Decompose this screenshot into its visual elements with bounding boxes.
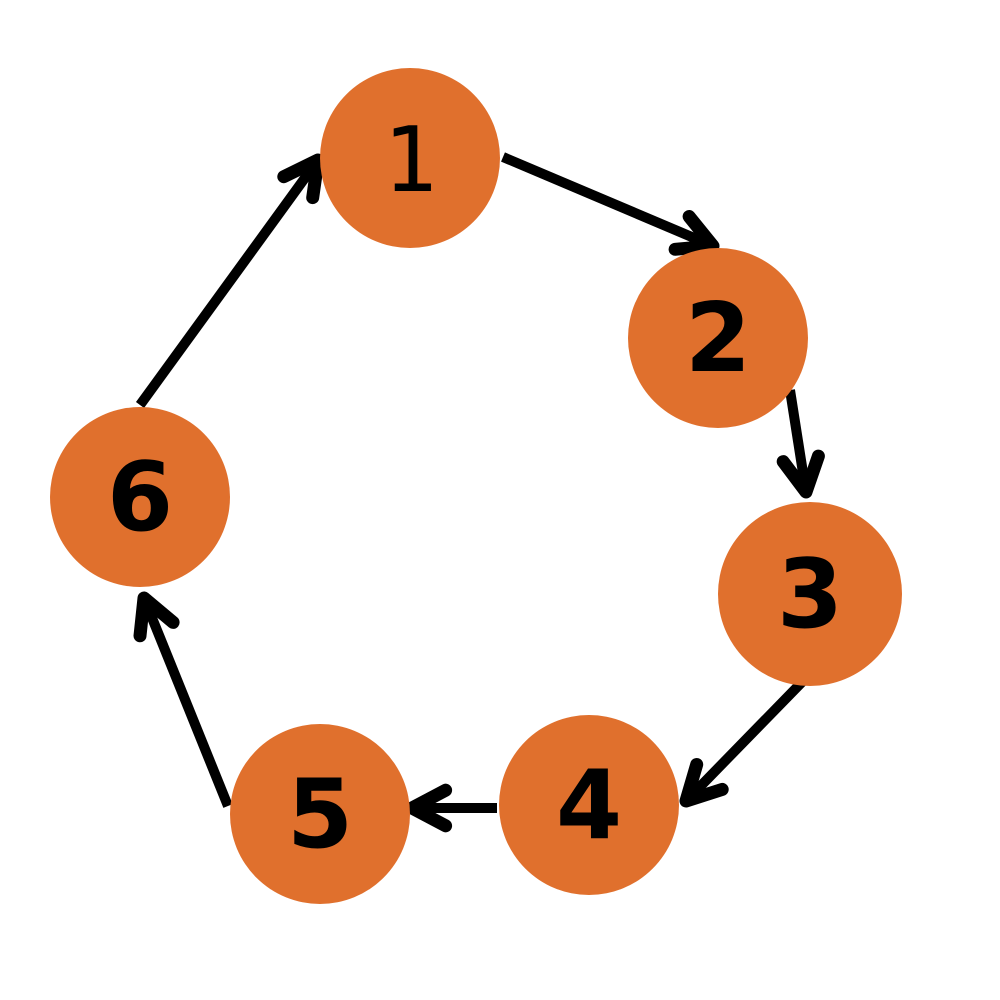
arrowhead-icon bbox=[776, 449, 825, 499]
node-label: 2 bbox=[685, 284, 751, 394]
arrowhead-icon bbox=[679, 758, 729, 808]
edge-2-3 bbox=[776, 389, 825, 499]
edge-shaft bbox=[141, 601, 233, 808]
node-circle bbox=[50, 407, 230, 587]
node-label: 6 bbox=[107, 443, 173, 553]
edge-shaft bbox=[686, 674, 810, 801]
edge-6-1 bbox=[135, 153, 325, 408]
node-label: 4 bbox=[556, 751, 622, 861]
node-circle bbox=[499, 715, 679, 895]
arrowhead-icon bbox=[133, 591, 180, 643]
node-4: 4 bbox=[499, 715, 679, 895]
edge-shaft bbox=[135, 161, 319, 408]
node-circle bbox=[718, 502, 902, 686]
node-5: 5 bbox=[230, 724, 410, 904]
node-circle bbox=[320, 68, 500, 248]
node-label: 5 bbox=[287, 760, 353, 870]
node-label: 3 bbox=[777, 540, 843, 650]
node-2: 2 bbox=[628, 248, 808, 428]
edge-1-2 bbox=[501, 152, 720, 256]
arrowhead-icon bbox=[405, 783, 453, 833]
node-circle bbox=[230, 724, 410, 904]
node-1: 1 bbox=[320, 68, 500, 248]
edge-shaft bbox=[785, 389, 811, 487]
node-circle bbox=[628, 248, 808, 428]
arrowhead-icon bbox=[277, 153, 325, 205]
node-6: 6 bbox=[50, 407, 230, 587]
edge-5-6 bbox=[133, 591, 233, 808]
arrowhead-icon bbox=[668, 210, 720, 256]
node-3: 3 bbox=[718, 502, 902, 686]
edge-3-4 bbox=[679, 674, 810, 808]
node-label: 1 bbox=[383, 108, 437, 213]
edge-shaft bbox=[501, 152, 710, 249]
edge-4-5 bbox=[405, 783, 497, 833]
